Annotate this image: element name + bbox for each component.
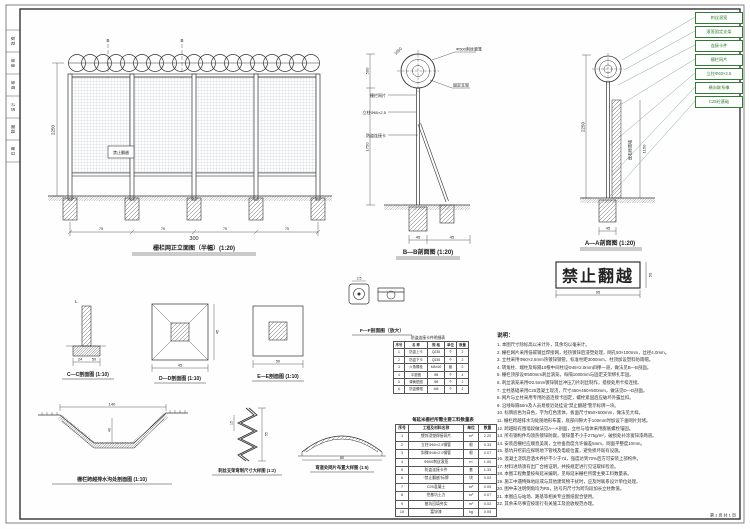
page-label: 第 1 页 共 1 页: [710, 512, 736, 518]
dim-c1: 24: [78, 358, 82, 362]
dim-sign-w: 95: [596, 290, 601, 295]
caption-arc: 弯道处网片布置大样图 (1:5): [315, 464, 369, 471]
dim-bay-3: 75: [223, 227, 227, 231]
parts-table-title: 防盗连接卡件明细表: [411, 335, 445, 340]
detail-f: 2.5 F—F剖面图（放大）: [348, 277, 412, 336]
notes-block: 说明： 1. 本图尺寸除标高以米计外，其余均以毫米计。 2. 栅栏网片采用低碳钢…: [497, 331, 743, 508]
materials-table-title: 每延米栅栏所需主要工料数量表: [411, 416, 474, 423]
detail-e: 50 E—E剖面图 (1:10): [252, 305, 304, 382]
section-marker-b2: B: [180, 38, 183, 43]
footings: [62, 197, 326, 221]
sign-plate-small: [107, 145, 135, 159]
detail-c: L 24 50 C—C剖面图 (1:10): [62, 299, 114, 380]
caption-ditch: 栅栏跨越排水沟处剖面图 (1:10): [77, 476, 147, 483]
strip-cell-1: 审 核: [11, 58, 16, 67]
leader-bracket: 固定支架: [453, 82, 469, 88]
callout-bracket: 滚笼固定支架: [695, 26, 743, 38]
dim-ditch-w: 140: [109, 402, 116, 407]
callout-mesh: 栅栏网片: [695, 54, 743, 66]
section-b: 1050 Φ500刺丝滚笼 固定支架 栅栏网片 立柱Φ60×2.5 防盗连接卡 …: [362, 45, 482, 260]
wall-label: 既有砖围墙: [627, 140, 633, 160]
detail-d: 45 45 D—D剖面图 (1:10): [151, 303, 220, 384]
strip-cell-0: 批 准: [11, 36, 16, 45]
caption-section-a: A—A剖面图 (1:20): [585, 239, 635, 247]
dim-sign-h: 50: [648, 272, 653, 277]
warning-sign-text: 禁止翻越: [562, 267, 634, 286]
caption-section-b: B—B剖面图 (1:20): [403, 248, 453, 256]
dim-elev-height: [52, 62, 64, 197]
dim-b-foot1: 45: [416, 235, 421, 240]
dim-zig-pitch: 15: [230, 421, 234, 425]
callout-clamp: 连接卡件: [695, 40, 743, 52]
title-strip: [6, 29, 20, 163]
strip-cell-4: 制 图: [11, 124, 16, 133]
dim-b-foot2: 45: [450, 235, 455, 240]
leader-post: 立柱Φ60×2.5: [362, 109, 386, 115]
sheet-frame: 批 准 审 核 复 核 设 计 制 图 日 期: [5, 4, 745, 524]
caption-detail-f: F—F剖面图（放大）: [360, 327, 404, 334]
marker-l: L: [75, 299, 78, 304]
dim-b-lower: 1750: [365, 142, 370, 152]
caption-detail-c: C—C剖面图 (1:10): [67, 371, 109, 378]
zigzag-detail: 55 15 刺丝支架弯制尺寸大样图 (1:2): [212, 407, 282, 476]
strip-cell-5: 日 期: [11, 146, 16, 155]
dim-b-upper: 500: [365, 67, 370, 74]
section-a: 既有砖围墙 2250 1150 45 A—A剖面图 (1:20): [580, 16, 696, 251]
dim-a-foot: 45: [606, 226, 611, 231]
leader-clamp: 防盗连接卡: [366, 132, 386, 138]
dim-bay-1: 75: [99, 227, 103, 231]
dim-elev-width-text: 300: [189, 236, 198, 242]
strip-cell-2: 复 核: [11, 80, 16, 89]
caption-elevation: 栅栏网正立面图（半幅）(1:20): [153, 244, 235, 252]
leader-coil: Φ500刺丝滚笼: [456, 46, 482, 52]
arc-detail: 80 弯道处网片布置大样图 (1:5): [298, 435, 386, 473]
callout-post: 立柱Φ60×2.5: [695, 68, 743, 80]
warning-sign: 禁止翻越 95 50: [555, 261, 653, 298]
callout-foundation: C25砼基础: [695, 96, 743, 108]
caption-detail-e: E—E剖面图 (1:10): [257, 373, 299, 380]
dim-elev-height-text: 2250: [51, 124, 56, 135]
dim-elev-width: [67, 222, 321, 236]
callout-brace: 横向联系撑: [695, 82, 743, 94]
dim-a-wall: 1150: [642, 144, 647, 153]
section-marker-b1: B: [106, 38, 109, 43]
callout-coil: 刺丝滚笼: [695, 12, 743, 24]
dim-d1: 45: [178, 364, 182, 368]
dim-c2: 50: [92, 358, 96, 362]
dim-coil-dia: 1050: [393, 45, 403, 55]
dim-a-height: 2250: [581, 121, 586, 132]
notes-title: 说明：: [497, 333, 514, 339]
caption-zigzag: 刺丝支架弯制尺寸大样图 (1:2): [217, 467, 276, 474]
fence-elevation: B B 禁止翻越: [48, 38, 332, 256]
notes-body: 1. 本图尺寸除标高以米计外，其余均以毫米计。 2. 栅栏网片采用低碳钢丝焊接网…: [497, 342, 670, 507]
dim-e1: 50: [276, 360, 280, 364]
caption-detail-d: D—D剖面图 (1:10): [159, 375, 201, 382]
dim-arc-w: 80: [340, 456, 344, 460]
ditch-section: 140 40 栅栏跨越排水沟处剖面图 (1:10): [38, 402, 188, 485]
sign-plate-small-text: 禁止翻越: [113, 149, 129, 155]
dim-bay-4: 75: [285, 227, 289, 231]
dim-d2: 45: [216, 330, 220, 334]
razor-coil-row: [68, 54, 320, 72]
dim-ditch-d: 40: [108, 428, 112, 432]
dim-f1: 2.5: [357, 277, 362, 281]
existing-wall: [611, 99, 622, 199]
dim-zig-total: 55: [265, 432, 269, 436]
dim-bay-2: 75: [161, 227, 165, 231]
strip-cell-3: 设 计: [11, 102, 16, 111]
leader-mesh: 栅栏网片: [370, 92, 386, 98]
